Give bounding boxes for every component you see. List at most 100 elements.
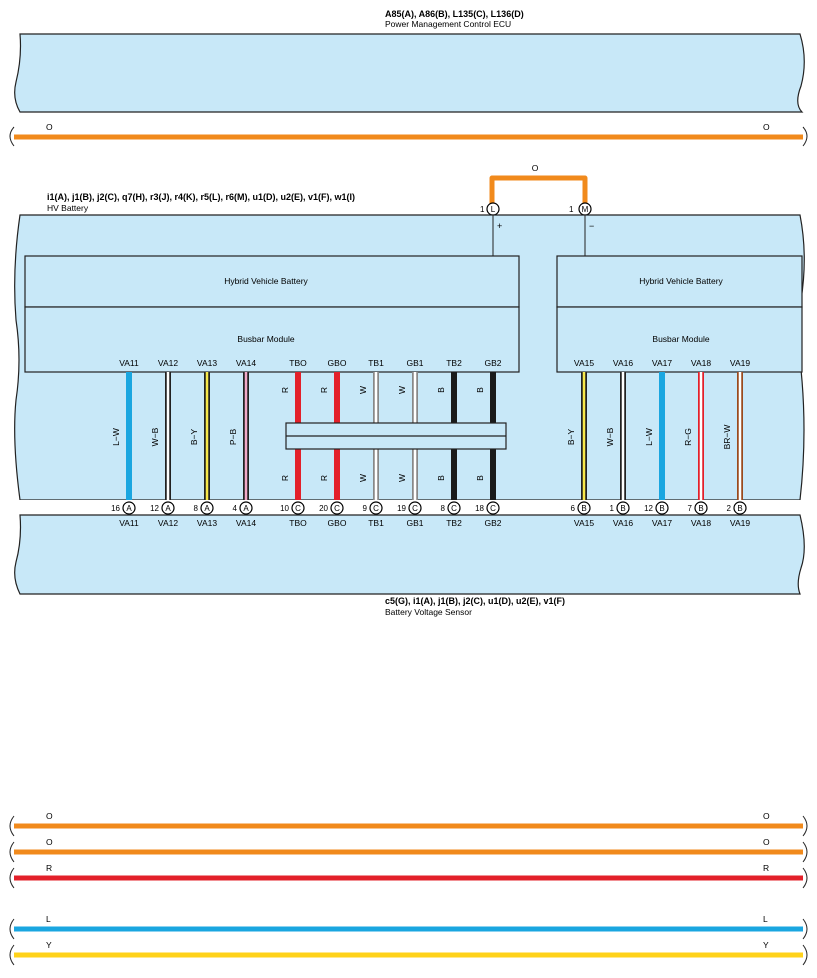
right-busbar-block <box>556 306 803 373</box>
terminal-name-top: VA11 <box>119 358 139 368</box>
terminal-name-bottom: TB2 <box>446 518 462 528</box>
terminal-name-top: VA17 <box>652 358 672 368</box>
pin-va12: 12 A <box>150 501 175 515</box>
terminal-name-top: VA12 <box>158 358 178 368</box>
wire-color-label: P−B <box>228 429 238 446</box>
sensor-panel <box>14 514 805 595</box>
wire-label-right: R <box>763 863 769 873</box>
wire-color-label: B <box>436 387 446 393</box>
pin-connector: A <box>165 504 171 513</box>
terminal-name-bottom: GBO <box>328 518 347 528</box>
terminal-name-top: TB1 <box>368 358 384 368</box>
terminal-name-top: TB2 <box>446 358 462 368</box>
connector-m: 1 M <box>569 202 592 216</box>
terminal-name-bottom: TBO <box>289 518 307 528</box>
wire-label-right: L <box>763 914 768 924</box>
connector-l: 1 L <box>480 202 500 216</box>
pin-connector: B <box>581 504 586 513</box>
pin-connector: C <box>334 504 340 513</box>
terminal-name-top: VA13 <box>197 358 217 368</box>
terminal-name-top: GBO <box>328 358 347 368</box>
terminal-name-bottom: GB2 <box>484 518 501 528</box>
wire-color-label: BR−W <box>722 425 732 450</box>
battery-link-wire: O <box>489 163 588 205</box>
wire-color-label: L−W <box>111 428 121 446</box>
wire-color-label: W <box>358 386 368 394</box>
terminal-name-bottom: VA12 <box>158 518 178 528</box>
terminal-name-bottom: VA16 <box>613 518 633 528</box>
wire-label-right: O <box>763 811 770 821</box>
terminal-name-top: GB1 <box>406 358 423 368</box>
hv-battery-name: HV Battery <box>47 203 89 213</box>
pin-number: 7 <box>688 504 693 513</box>
wire-label-left: R <box>46 863 52 873</box>
terminal-name-bottom: VA11 <box>119 518 139 528</box>
sensor-name: Battery Voltage Sensor <box>385 607 472 617</box>
wire-color-label: W <box>397 386 407 394</box>
pin-connector: A <box>204 504 210 513</box>
pin-number: 12 <box>150 504 159 513</box>
terminal-name-bottom: VA18 <box>691 518 711 528</box>
wire-color-label: W−B <box>150 427 160 446</box>
svg-text:1: 1 <box>480 205 485 214</box>
svg-text:L: L <box>491 205 496 214</box>
wire-color-label: W−B <box>605 427 615 446</box>
pin-connector: A <box>243 504 249 513</box>
top-wire-right-label: O <box>763 122 770 132</box>
wire-color-label: B <box>436 475 446 481</box>
pin-connector: C <box>373 504 379 513</box>
wire-label-left: O <box>46 811 53 821</box>
terminal-name-top: VA19 <box>730 358 750 368</box>
right-busbar-title: Busbar Module <box>652 334 709 344</box>
pin-connector: C <box>295 504 301 513</box>
ecu-panel <box>14 33 805 113</box>
pin-connector: A <box>126 504 132 513</box>
svg-text:1: 1 <box>569 205 574 214</box>
left-battery-title: Hybrid Vehicle Battery <box>224 276 308 286</box>
terminal-name-top: GB2 <box>484 358 501 368</box>
wire-color-label: W <box>397 474 407 482</box>
left-busbar-block <box>24 306 520 373</box>
wire-color-label: R−G <box>683 428 693 446</box>
busbar-bridge <box>285 422 507 450</box>
right-battery-title: Hybrid Vehicle Battery <box>639 276 723 286</box>
pin-connector: B <box>620 504 625 513</box>
wire-label-left: Y <box>46 940 52 950</box>
sensor-connectors: c5(G), i1(A), j1(B), j2(C), u1(D), u2(E)… <box>385 596 565 606</box>
wire-color-label: B−Y <box>566 429 576 446</box>
pin-number: 8 <box>441 504 446 513</box>
left-battery-block <box>24 255 520 308</box>
svg-text:M: M <box>582 205 589 214</box>
wire-label-right: O <box>763 837 770 847</box>
terminal-name-bottom: VA14 <box>236 518 256 528</box>
top-wire: O O <box>9 122 808 147</box>
minus-sign: − <box>589 221 594 231</box>
pin-number: 4 <box>233 504 238 513</box>
wire-label-left: L <box>46 914 51 924</box>
battery-link-label: O <box>532 163 539 173</box>
wire-color-label: R <box>319 475 329 481</box>
pin-number: 2 <box>727 504 732 513</box>
